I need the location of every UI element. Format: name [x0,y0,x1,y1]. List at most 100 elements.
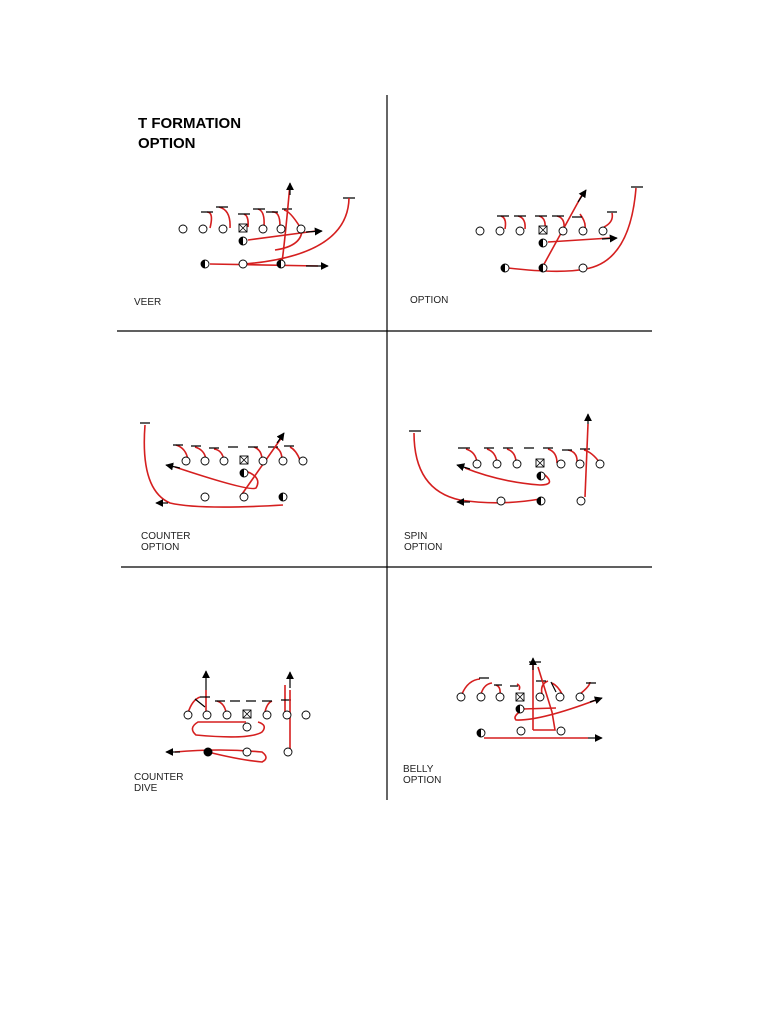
player [575,692,585,702]
qb-half-fill [239,237,243,245]
blocking-routes [187,685,286,714]
player [202,710,212,720]
back [239,492,249,502]
route-arrow [305,227,323,236]
player [219,456,229,466]
blocking-marks [497,186,643,218]
blocking-routes [465,448,601,464]
play-label-line: OPTION [404,542,443,553]
player [476,692,486,702]
center-mark [515,692,525,702]
player [556,459,566,469]
back [238,259,248,269]
play-label-line: OPTION [410,295,449,306]
blocking-marks [409,430,590,451]
play-label-spin-option: SPIN OPTION [404,531,442,553]
play-label-line: BELLY [403,764,434,775]
blocking-routes [206,206,301,229]
qb-half-fill [240,469,244,477]
player [575,459,585,469]
back [576,496,586,506]
play-diagram-belly-option [456,657,603,742]
player [495,226,505,236]
back [516,726,526,736]
back [578,263,588,273]
center-mark [239,455,249,465]
blocking-marks [479,661,596,693]
player [296,224,306,234]
route-arrow [601,234,618,243]
back-half-fill [279,493,283,501]
player [258,456,268,466]
belly-route [533,666,556,731]
player [181,456,191,466]
route-arrow [165,462,181,471]
players [181,455,308,502]
play-label-line: COUNTER [141,531,191,542]
play-label-option: OPTION [410,295,448,306]
route-arrow [577,189,587,203]
qb-route [514,699,597,721]
player [198,224,208,234]
dive-route [281,183,291,263]
player [558,226,568,236]
play-diagram-spin-option [409,413,605,506]
player [301,710,311,720]
blocking-routes [461,678,591,695]
player [200,456,210,466]
player [495,692,505,702]
player [298,456,308,466]
player [595,459,605,469]
player [276,224,286,234]
dive-route [174,749,267,763]
dive-route [584,423,589,498]
blocking-marks [201,197,355,215]
play-diagram-veer [178,182,355,270]
qb-half-fill [537,472,541,480]
route-arrow [589,696,603,705]
qb-route [191,721,266,738]
back-half-fill [539,264,543,272]
play-label-counter-dive: COUNTER DIVE [134,772,183,794]
route-arrow [456,463,471,471]
play-label-line: VEER [134,297,162,308]
blocking-marks [140,422,294,449]
center-mark [238,223,248,233]
back-half-fill [477,729,481,737]
play-label-belly-option: BELLY OPTION [403,764,441,786]
dive-route [239,436,283,498]
center-mark [242,709,252,719]
play-label-line: OPTION [403,775,442,786]
player [535,692,545,702]
players [472,458,605,506]
qb-half-fill [516,705,520,713]
back-half-fill [537,497,541,505]
ball-carrier [203,747,213,757]
players [178,223,306,269]
qb-half-fill [539,239,543,247]
blocking-routes [500,212,614,230]
player [178,224,188,234]
pitch-route [209,263,319,267]
player [258,224,268,234]
qb-route [464,467,551,486]
title-line-1: T FORMATION [138,115,242,132]
blocking-routes [175,444,301,461]
back [496,496,506,506]
play-label-veer: VEER [134,297,161,308]
route-arrow [276,432,285,444]
title-line-2: OPTION [138,135,196,152]
grid-lines [117,95,652,800]
play-diagram-option [475,186,643,273]
center-mark [538,225,548,235]
play-diagram-counter-dive [165,670,311,763]
players [456,692,585,738]
back [556,726,566,736]
play-diagram-counter-option [140,422,308,508]
qb-route [247,230,317,241]
players [183,709,311,757]
center-mark [535,458,545,468]
back [200,492,210,502]
